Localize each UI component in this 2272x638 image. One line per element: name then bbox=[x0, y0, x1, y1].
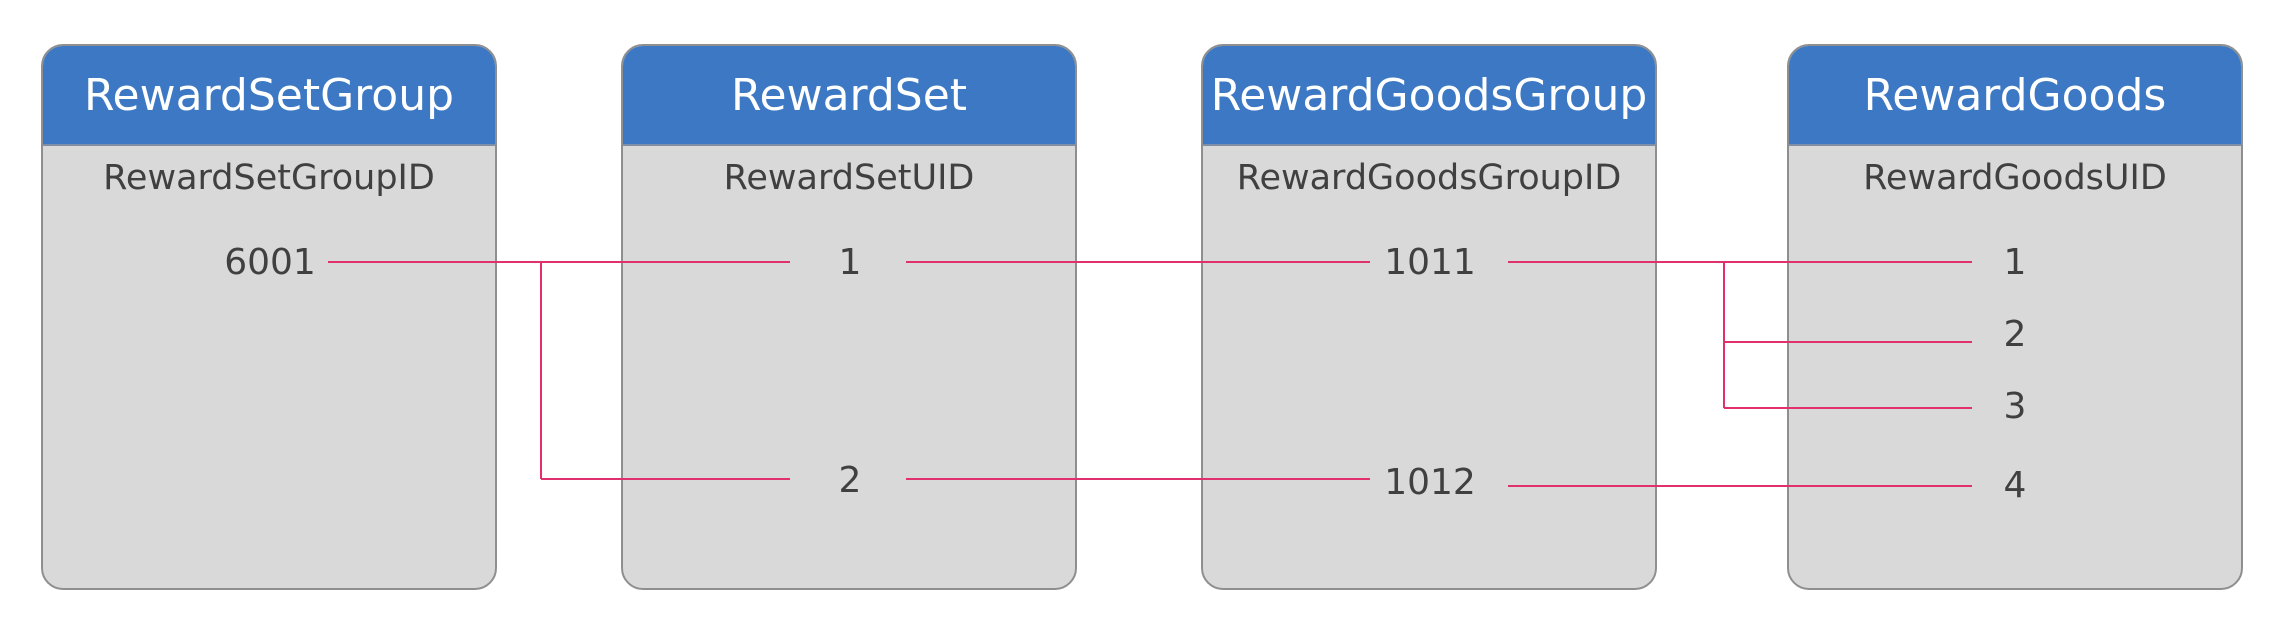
table-reward-set-group: RewardSetGroup RewardSetGroupID bbox=[41, 44, 497, 590]
column-header: RewardGoodsGroupID bbox=[1236, 158, 1622, 198]
row-value: 3 bbox=[2003, 386, 2027, 427]
table-title: RewardGoodsGroup bbox=[1203, 46, 1655, 146]
row-value: 1011 bbox=[1384, 242, 1476, 283]
row-value: 4 bbox=[2003, 465, 2027, 506]
column-header: RewardGoodsUID bbox=[1863, 158, 2167, 198]
column-header: RewardSetGroupID bbox=[103, 158, 435, 198]
row-value: 2 bbox=[2003, 314, 2027, 355]
column-header: RewardSetUID bbox=[723, 158, 975, 198]
table-reward-set: RewardSet RewardSetUID bbox=[621, 44, 1077, 590]
table-title: RewardSetGroup bbox=[43, 46, 495, 146]
row-value: 6001 bbox=[224, 242, 316, 283]
table-reward-goods-group: RewardGoodsGroup RewardGoodsGroupID bbox=[1201, 44, 1657, 590]
table-reward-goods: RewardGoods RewardGoodsUID bbox=[1787, 44, 2243, 590]
table-title: RewardGoods bbox=[1789, 46, 2241, 146]
row-value: 1 bbox=[2003, 242, 2027, 283]
row-value: 1 bbox=[838, 242, 862, 283]
table-title: RewardSet bbox=[623, 46, 1075, 146]
row-value: 2 bbox=[838, 460, 862, 501]
row-value: 1012 bbox=[1384, 462, 1476, 503]
